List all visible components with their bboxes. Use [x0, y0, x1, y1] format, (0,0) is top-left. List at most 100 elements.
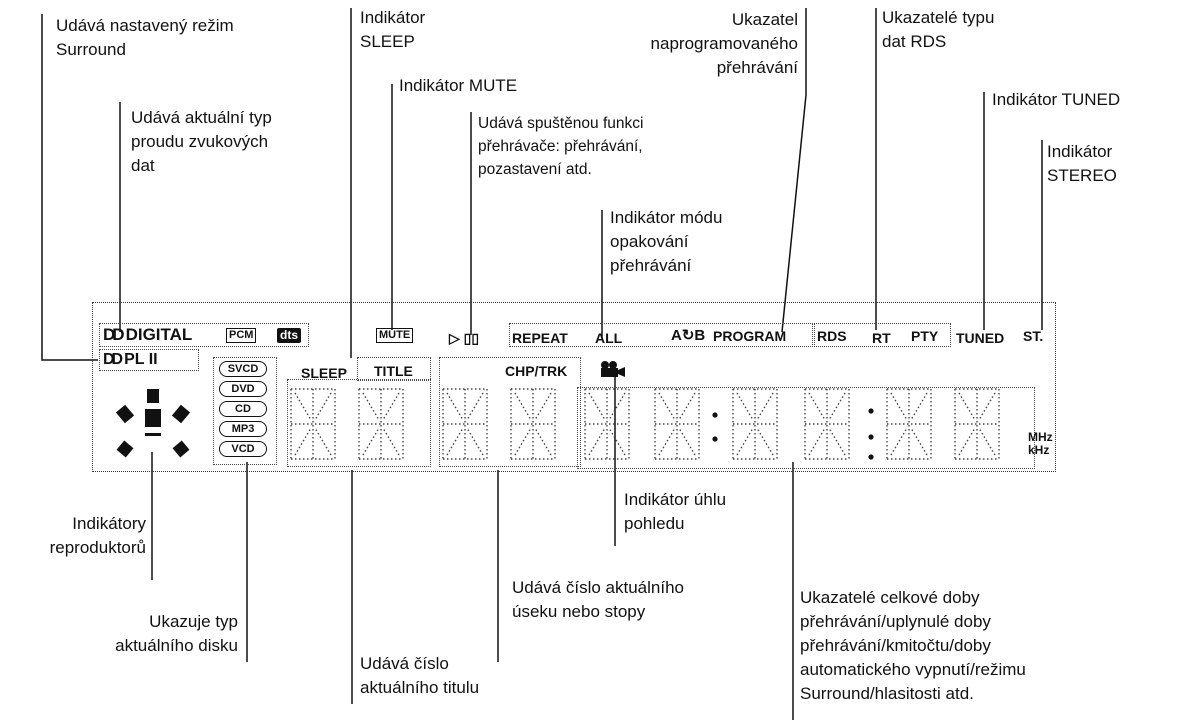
segment-digit	[954, 388, 1000, 460]
label-line: Ukazatelé typu	[882, 8, 995, 27]
segment-digit	[358, 388, 404, 460]
label-line: naprogramovaného	[650, 34, 798, 53]
label-line: Indikátory	[72, 514, 146, 533]
speaker-front-center-icon	[147, 389, 159, 403]
leader-surround-mode	[41, 14, 98, 361]
label-line: přehrávání	[716, 58, 798, 77]
chp-trk-indicator: CHP/TRK	[505, 363, 568, 379]
label-mute: Indikátor MUTE	[399, 76, 518, 95]
digital-indicator-box	[99, 323, 309, 347]
label-rds-types: Ukazatelé typu dat RDS	[882, 6, 994, 54]
colon-dot	[868, 454, 874, 460]
dolby-icon: DD	[103, 325, 124, 344]
label-line: Surround/hlasitosti atd.	[800, 684, 974, 703]
disc-cd-indicator: CD	[219, 401, 267, 417]
dolby-icon: DD	[103, 351, 123, 368]
label-speakers: Indikátory reproduktorů	[10, 512, 146, 560]
play-pause-indicator: ▷ ▯▯	[449, 330, 480, 346]
label-line: dat RDS	[882, 32, 947, 51]
label-sleep: Indikátor SLEEP	[360, 6, 425, 54]
digital-text: DIGITAL	[125, 325, 193, 344]
repeat-ab-indicator: A↻B	[671, 327, 706, 344]
label-line: Udává spuštěnou funkci	[478, 115, 644, 132]
label-surround-mode: Udává nastavený režim Surround	[56, 14, 234, 62]
label-disc-type: Ukazuje typ aktuálního disku	[70, 610, 238, 658]
pl2-text: PL II	[124, 351, 158, 368]
colon-dot	[868, 408, 874, 414]
disc-mp3-indicator: MP3	[219, 421, 267, 437]
disc-vcd-indicator: VCD	[219, 441, 267, 457]
label-line: přehrávání/uplynulé doby	[800, 612, 991, 631]
label-line: Ukazuje typ	[149, 612, 238, 631]
label-line: přehrávání	[610, 256, 692, 275]
label-line: reproduktorů	[49, 538, 146, 557]
title-label-box	[357, 357, 431, 381]
label-line: Indikátor úhlu	[624, 490, 727, 509]
colon-dot	[868, 434, 874, 440]
chapter-digits-box	[439, 357, 581, 467]
mute-indicator: MUTE	[376, 328, 414, 343]
label-line: Udává číslo	[360, 654, 449, 673]
speaker-center-icon	[145, 409, 161, 427]
segment-digit	[442, 388, 488, 460]
label-line: pohledu	[624, 514, 685, 533]
label-title-number: Udává číslo aktuálního titulu	[360, 652, 479, 700]
speaker-sub-icon	[145, 433, 161, 436]
speaker-front-right-icon	[171, 404, 191, 424]
rds-indicator: RDS	[817, 328, 847, 344]
segment-digit	[886, 388, 932, 460]
segment-digits	[290, 388, 1000, 460]
label-line: Udává nastavený režim	[56, 16, 234, 35]
khz-indicator: kHz	[1028, 443, 1050, 457]
label-angle: Indikátor úhlu pohledu	[624, 488, 726, 536]
label-program: Ukazatel naprogramovaného přehrávání	[596, 8, 798, 80]
label-tuned: Indikátor TUNED	[992, 90, 1121, 109]
speaker-rear-right-icon	[172, 440, 190, 458]
label-line: dat	[131, 156, 155, 175]
pl2-indicator-box	[99, 349, 199, 371]
label-line: Indikátor	[360, 8, 426, 27]
segment-digit	[732, 388, 778, 460]
label-line: Indikátor módu	[610, 208, 723, 227]
label-line: Ukazatelé celkové doby	[800, 588, 980, 607]
pty-indicator: PTY	[911, 328, 939, 344]
time-digits-box	[577, 387, 1035, 469]
label-line: aktuálního disku	[115, 636, 238, 655]
speaker-front-left-icon	[115, 404, 135, 424]
label-line: Udává číslo aktuálního	[512, 578, 684, 597]
segment-digit	[510, 388, 556, 460]
repeat-indicator-box	[509, 323, 813, 347]
label-line: pozastavení atd.	[478, 161, 592, 178]
label-line: aktuálního titulu	[360, 678, 480, 697]
label-playback-function: Udává spuštěnou funkci přehrávače: přehr…	[478, 112, 643, 181]
disc-dvd-indicator: DVD	[219, 381, 267, 397]
segment-digit	[290, 388, 336, 460]
mhz-indicator: MHz	[1028, 430, 1053, 444]
segment-digit	[654, 388, 700, 460]
leader-program	[781, 8, 807, 333]
title-indicator: TITLE	[374, 363, 413, 379]
angle-camera-icon	[601, 361, 625, 377]
label-line: SLEEP	[360, 32, 415, 51]
label-line: úseku nebo stopy	[512, 602, 646, 621]
dts-indicator: dts	[277, 328, 301, 343]
speaker-indicators	[115, 389, 191, 458]
label-line: STEREO	[1047, 166, 1117, 185]
colon-dot	[712, 436, 718, 442]
label-line: Ukazatel	[731, 10, 798, 29]
title-digits-box	[287, 379, 431, 467]
speaker-rear-left-icon	[116, 440, 134, 458]
label-line: automatického vypnutí/režimu	[800, 660, 1026, 679]
repeat-all-indicator: ALL	[595, 330, 623, 346]
stereo-indicator: ST.	[1023, 328, 1044, 344]
disc-type-box	[213, 357, 277, 465]
label-chapter-track: Udává číslo aktuálního úseku nebo stopy	[512, 576, 684, 624]
segment-digit	[584, 388, 630, 460]
pcm-indicator: PCM	[226, 328, 257, 343]
repeat-indicator: REPEAT	[512, 330, 568, 346]
label-line: přehrávání/kmitočtu/doby	[800, 636, 991, 655]
tuned-indicator: TUNED	[956, 330, 1005, 346]
